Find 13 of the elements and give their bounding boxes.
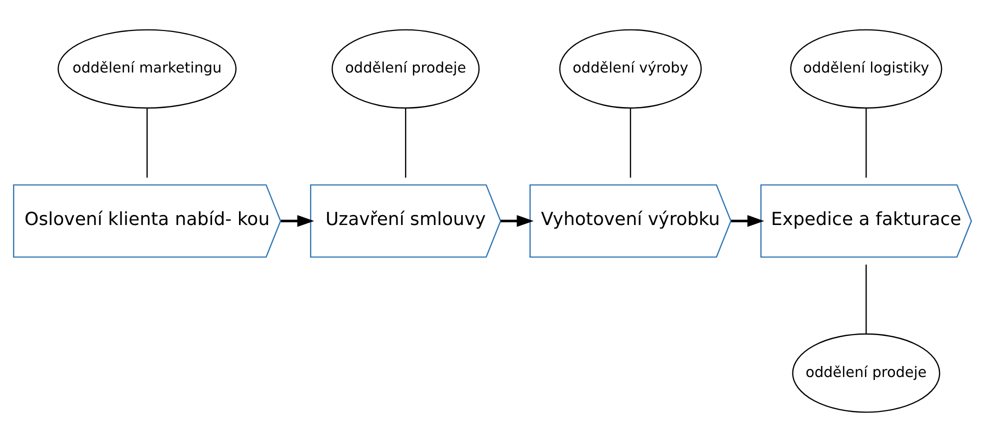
node-ellipse: oddělení marketingu (58, 28, 237, 108)
arrow (500, 214, 534, 226)
node-ellipse: oddělení prodeje (332, 28, 480, 108)
node-ellipse: oddělení prodeje (792, 332, 940, 412)
arrow (731, 214, 764, 226)
arrow (280, 214, 314, 226)
connector (146, 108, 148, 178)
connector (405, 108, 406, 178)
node-ellipse: oddělení logistiky (790, 28, 942, 108)
connector (866, 264, 867, 334)
connector (630, 108, 632, 178)
connector (866, 108, 867, 178)
node-ellipse: oddělení výroby (559, 28, 702, 108)
